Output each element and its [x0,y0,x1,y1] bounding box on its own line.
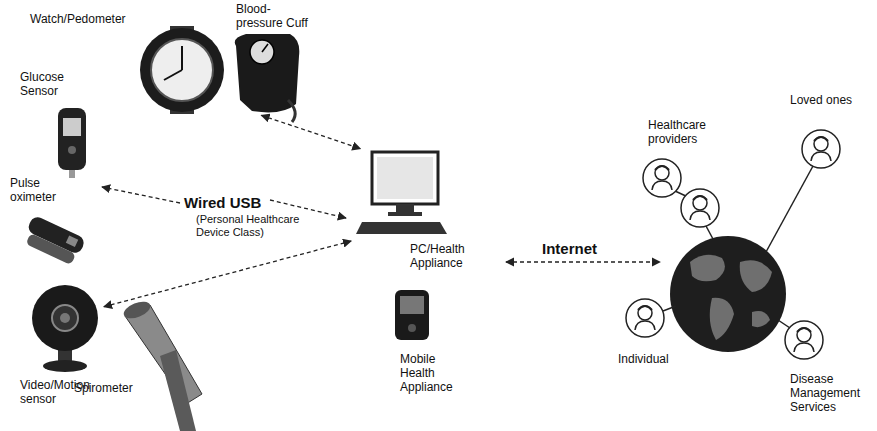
node-label: Individual [618,352,669,366]
device-node: Video/Motion sensor [30,282,100,374]
watch-icon [140,26,224,114]
device-node: Blood-pressure Cuff [228,30,302,114]
node-label: Blood-pressure Cuff [236,2,316,30]
device-node: Watch/Pedometer [138,28,226,114]
node-label: Disease Management Services [790,372,872,414]
node-label: Loved ones [790,93,852,107]
glucose-icon [58,108,86,178]
leader-arrows [102,187,660,262]
pc-icon [356,152,447,234]
device-node: Pulse oximeter [20,212,95,270]
network-label: Internet [542,240,597,258]
person-node: Loved ones [800,128,842,170]
appliance-node: PC/Health Appliance [355,150,447,240]
cuff-icon [235,34,300,122]
node-label: Mobile Health Appliance [400,352,466,394]
interface-label: Wired USB [184,194,261,212]
spirometer-icon [121,298,202,431]
person-icons [626,130,840,359]
node-label: Watch/Pedometer [30,12,126,26]
interface-note: (Personal Healthcare Device Class) [196,213,314,239]
node-label: PC/Health Appliance [410,242,482,270]
person-node: Healthcare providers [640,156,726,232]
device-node: Glucose Sensor [52,105,90,179]
person-node: Disease Management Services [782,318,826,362]
device-node: Spirometer [118,300,206,431]
node-label: Healthcare providers [648,118,722,146]
webcam-icon [32,285,98,372]
node-label: Glucose Sensor [20,70,75,98]
node-label: Pulse oximeter [10,176,70,204]
node-label: Spirometer [74,381,133,395]
mobile-icon [395,290,429,340]
globe-icon [670,236,786,352]
oximeter-icon [21,215,86,267]
appliance-node: Mobile Health Appliance [392,286,434,344]
dashed-connector [261,115,360,148]
person-node: Individual [624,297,666,339]
dashed-connector [104,241,351,307]
